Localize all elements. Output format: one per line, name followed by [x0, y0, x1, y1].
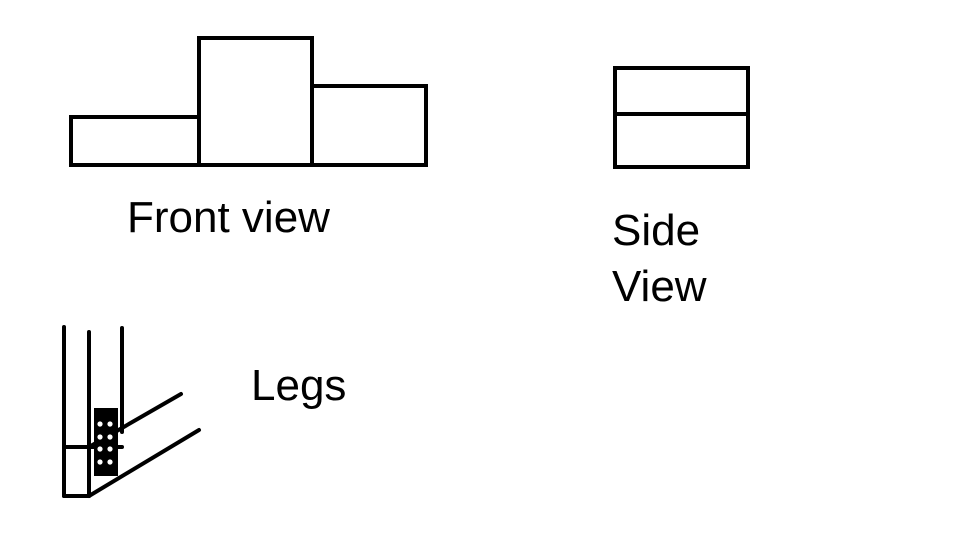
bolt-hole [107, 459, 113, 465]
bolt-hole [107, 446, 113, 452]
bolt-hole [97, 446, 103, 452]
side-view-label-line1: Side [612, 206, 701, 255]
side-view-label-line2: View [612, 262, 707, 311]
side-view-outline [613, 66, 750, 169]
leg-bracket-plate [94, 408, 118, 476]
side-view-label: Side View [612, 203, 707, 315]
front-view-center-block [197, 36, 314, 167]
front-view-label: Front view [127, 193, 330, 242]
legs-drawing [62, 325, 201, 498]
bolt-hole [97, 421, 103, 427]
bolt-hole [107, 434, 113, 440]
bolt-hole [97, 459, 103, 465]
leg-rail-lower [87, 428, 201, 498]
front-view-left-block [69, 115, 201, 167]
front-view-right-block [310, 84, 428, 167]
bolt-hole [107, 421, 113, 427]
front-view-drawing [69, 36, 428, 167]
legs-label: Legs [251, 361, 347, 410]
bolt-hole [97, 434, 103, 440]
side-view-drawing [613, 66, 750, 169]
